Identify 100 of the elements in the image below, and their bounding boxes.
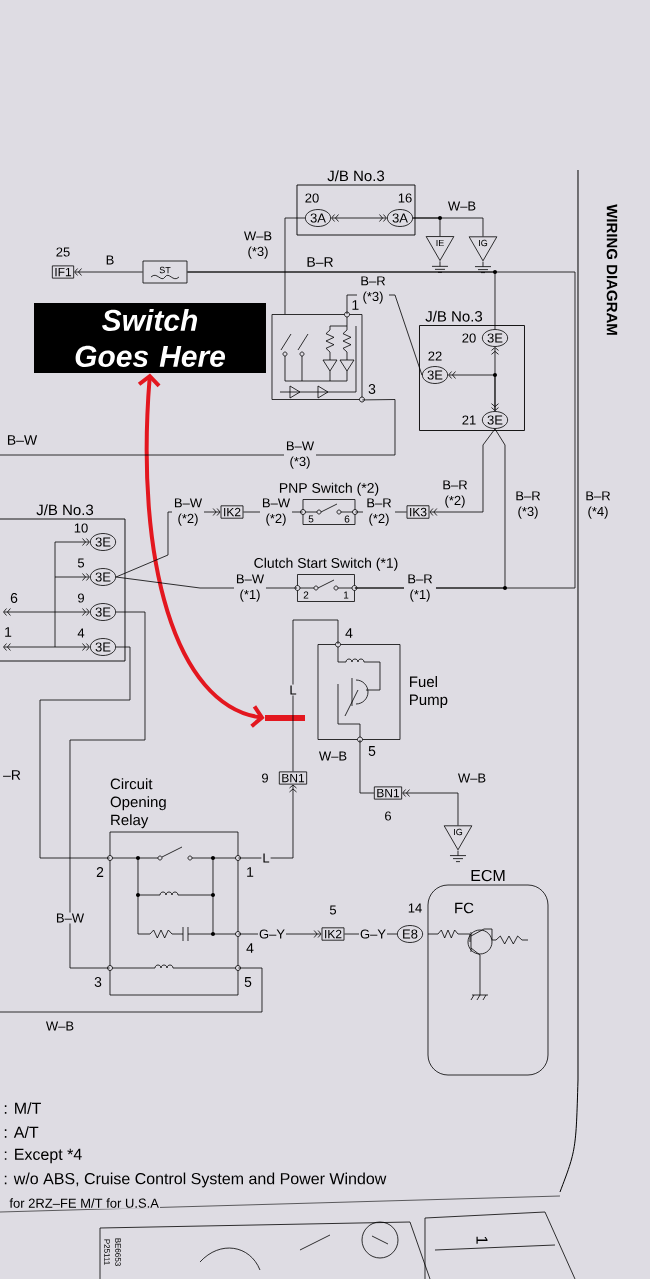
pin-number: 6 [9,592,19,604]
wire-label: B–W (*2) [260,497,292,527]
wire-label: B–W (*3) [284,440,316,470]
node-label: J/B No.3 [327,170,385,182]
switch-block-drawing [271,311,365,403]
pin-number: 4 [245,942,255,954]
connector: BN1 [373,786,403,800]
connector: BN1 [278,771,308,785]
connector: 3A [304,209,332,227]
wire [187,271,496,330]
code-text: BE6653 [114,1236,122,1268]
wire-label: L [288,684,298,696]
pin-number: 1 [245,866,255,878]
pin-number: 6 [343,514,351,524]
wire [74,268,143,276]
wire [412,217,484,237]
wire [448,371,496,412]
wire [491,347,499,411]
relay-box: Circuit Opening Relay [107,778,241,996]
wire [292,619,339,772]
wire-label: W–B [456,772,488,784]
wire-label: W–B (*3) [242,230,274,260]
connector: 3E [481,329,509,347]
wire-label: B–W (*2) [172,497,204,527]
node-label: J/B No.3 [425,310,483,322]
pin-number: 2 [302,590,310,600]
wire [54,608,90,616]
connector: IK2 [321,927,345,941]
callout-box: Switch Goes Here [34,303,266,374]
pin-number: 20 [462,333,476,343]
connector: 3E [89,533,117,551]
wire [284,217,306,315]
wire-label: B–R (*1) [404,573,436,603]
connector: IK2 [220,505,244,519]
pin-number: 9 [262,773,268,783]
pin-number: 21 [462,415,476,425]
connector: 3E [89,568,117,586]
wire [331,214,387,222]
wire-label: B–R (*4) [582,490,614,520]
pin-number: 10 [74,523,88,533]
wire-label: B–R (*2) [439,479,471,509]
wire-label: B [104,254,116,266]
wire [54,538,90,546]
pin-number: 3 [93,976,103,988]
connector: 3E [89,638,117,656]
pin-number: 16 [398,193,412,203]
wire-label: B–R (*2) [363,497,395,527]
page-heading: WIRING DIAGRAM [606,204,618,335]
wire-label: W–B [317,750,349,762]
pin-number: 5 [307,514,315,524]
fuel-pump-box: Fuel Pump [317,641,448,743]
footnote-text: for 2RZ–FE M/T for U.S.A [8,1197,160,1209]
wire [69,611,146,969]
wire-label: B–W [54,912,86,924]
wire-label: B–R (*3) [357,275,389,305]
fuse-box: ST [142,260,188,284]
wire-label: G–Y [359,928,387,940]
wire-label: –R [2,769,22,781]
wire-label: B–R [305,256,335,268]
pin-number: 25 [56,247,70,257]
pin-number: 20 [305,193,319,203]
wire-label: L [261,852,271,864]
box-number: 1 [475,1234,489,1246]
pin-number: 2 [95,866,105,878]
pin-number: 3 [367,383,377,395]
pin-number: 22 [428,351,442,361]
pin-number: 5 [367,745,377,757]
footnote-text: : M/T [2,1101,43,1115]
node-label: Clutch Start Switch (*1) [254,557,398,571]
wire-label: W–B [44,1020,76,1032]
pin-number: 1 [342,590,350,600]
pin-number: 4 [77,628,85,638]
connector: E8 [396,925,424,943]
pin-number: 1 [3,626,13,638]
wire [354,428,506,589]
pin-number: 14 [408,903,422,913]
wire [0,967,263,1013]
wire [39,646,131,859]
connector: 3E [89,603,117,621]
node-label: PNP Switch (*2) [279,482,379,496]
wire [402,789,459,826]
node-label: Fuel Pump [410,676,448,708]
wire-label: G–Y [258,928,286,940]
marker-dash [265,715,305,721]
connector: IF1 [51,265,75,279]
wire-label: W–B [446,200,478,212]
code-text: P25111 [103,1237,111,1267]
pin-number: 6 [385,811,392,821]
wire-label: B–W (*1) [234,573,266,603]
node-label: ECM [471,869,505,882]
pin-number: 5 [329,905,337,915]
wire [0,399,396,456]
connector: 3A [386,209,414,227]
wire-label: B–W [5,434,39,446]
pin-number: 5 [243,976,253,988]
connector: 3E [421,366,449,384]
wire [238,784,297,859]
connector: 3E [481,411,509,429]
connector: IK3 [406,505,430,519]
annotation-arrow [137,373,265,728]
